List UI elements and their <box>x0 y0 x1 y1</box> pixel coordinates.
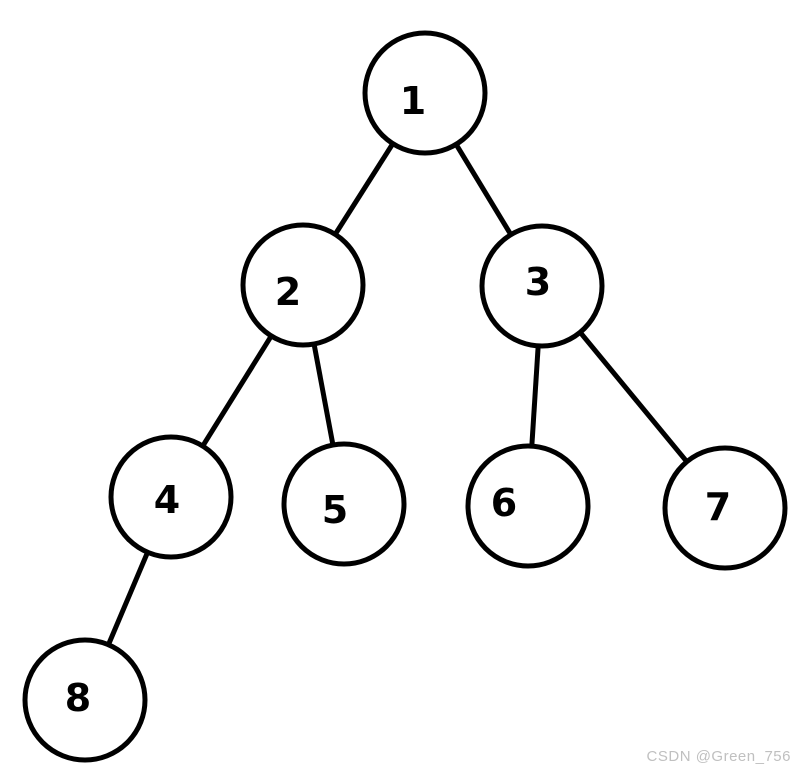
tree-edge-1-3 <box>453 143 514 236</box>
tree-edge-4-8 <box>106 551 150 646</box>
node-circle <box>465 443 591 569</box>
tree-node-7: 7 <box>662 445 788 571</box>
node-circle <box>240 222 366 348</box>
node-circle <box>281 441 407 567</box>
node-label: 5 <box>322 488 348 532</box>
tree-edge-3-7 <box>578 330 689 464</box>
tree-node-1: 1 <box>362 30 488 156</box>
node-circle <box>479 223 605 349</box>
tree-node-6: 6 <box>465 443 591 569</box>
tree-node-3: 3 <box>479 223 605 349</box>
node-label: 1 <box>400 79 426 123</box>
tree-edge-2-5 <box>311 343 336 446</box>
node-label: 6 <box>491 481 517 525</box>
tree-edge-1-2 <box>333 142 395 236</box>
node-label: 7 <box>705 485 731 529</box>
node-circle <box>362 30 488 156</box>
node-circle <box>662 445 788 571</box>
tree-edge-2-4 <box>200 334 274 448</box>
node-label: 2 <box>275 270 301 314</box>
node-label: 3 <box>525 260 551 304</box>
tree-edge-3-6 <box>529 345 541 447</box>
tree-node-4: 4 <box>108 434 234 560</box>
node-circle <box>108 434 234 560</box>
tree-node-2: 2 <box>240 222 366 348</box>
node-circle <box>22 637 148 763</box>
watermark-text: CSDN @Green_756 <box>646 748 791 765</box>
tree-node-8: 8 <box>22 637 148 763</box>
node-label: 4 <box>154 478 180 522</box>
tree-node-5: 5 <box>281 441 407 567</box>
node-label: 8 <box>65 676 91 720</box>
